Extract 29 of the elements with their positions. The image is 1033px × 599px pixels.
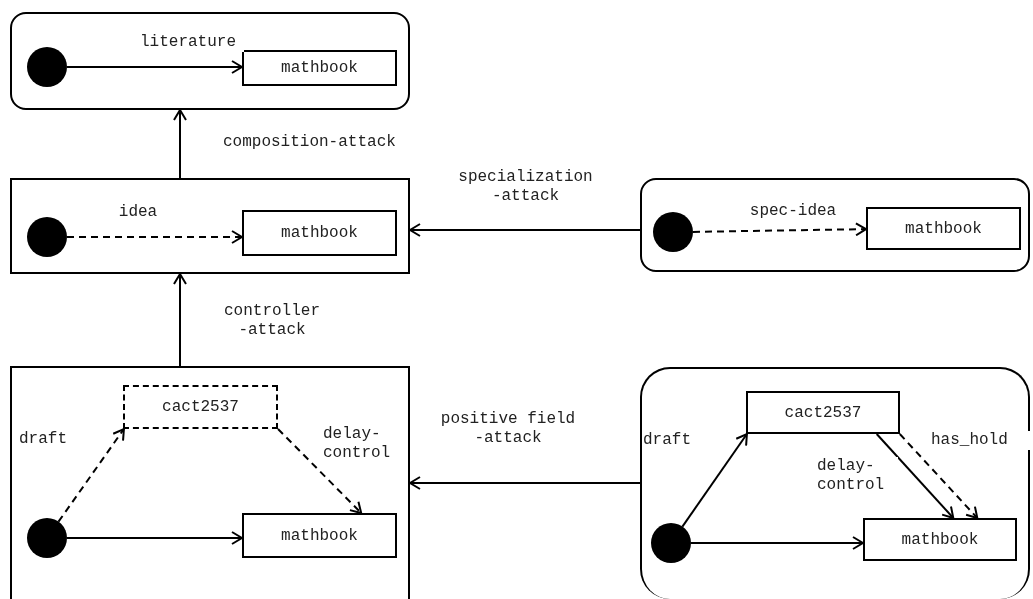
- transition-arrow: [173, 273, 187, 367]
- initial-state-dot: [27, 217, 67, 257]
- initial-state-dot: [27, 47, 67, 87]
- state-box: cact2537: [746, 391, 900, 434]
- initial-state-dot: [653, 212, 693, 252]
- state-box: cact2537: [123, 385, 278, 429]
- state-box: mathbook: [863, 518, 1017, 561]
- state-box: mathbook: [242, 210, 397, 256]
- transition-arrow: [681, 433, 748, 528]
- transition-arrow: [173, 109, 187, 179]
- transition-arrow: [692, 222, 867, 237]
- transition-arrow: [409, 476, 641, 490]
- composite-state-frame: [640, 178, 1030, 272]
- transition-arrow: [277, 428, 363, 514]
- transition-arrow: [690, 536, 864, 550]
- transition-arrow: [409, 223, 641, 237]
- transition-arrow: [875, 433, 955, 519]
- edge-label: has_hold: [930, 431, 1032, 450]
- state-box: mathbook: [242, 513, 397, 558]
- state-box: mathbook: [866, 207, 1021, 250]
- container-frame: [10, 178, 410, 274]
- transition-arrow: [66, 531, 243, 545]
- transition-arrow: [898, 433, 979, 519]
- initial-state-dot: [27, 518, 67, 558]
- transition-arrow: [66, 230, 243, 244]
- transition-arrow: [66, 60, 243, 74]
- state-box: mathbook: [242, 50, 397, 86]
- transition-arrow: [57, 428, 125, 523]
- initial-state-dot: [651, 523, 691, 563]
